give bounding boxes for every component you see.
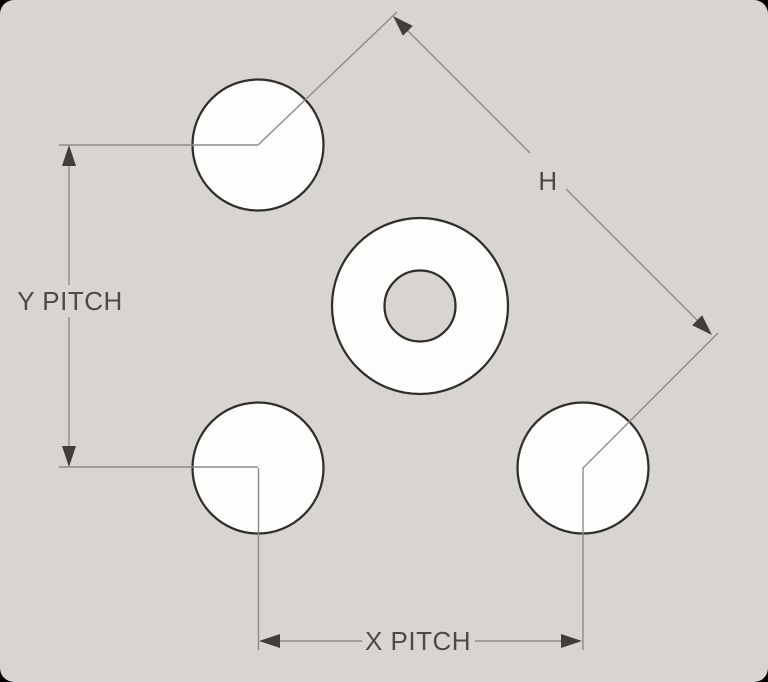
y-pitch-label: Y PITCH: [17, 286, 123, 316]
h-dim-line-lower: [565, 188, 699, 322]
x-pitch-arrow-right-icon: [561, 634, 582, 648]
h-dimension: H: [393, 16, 712, 335]
h-arrow-lower-icon: [692, 315, 712, 335]
h-dim-line-upper: [405, 28, 531, 154]
y-pitch-arrow-up-icon: [62, 145, 76, 166]
y-pitch-arrow-down-icon: [62, 446, 76, 467]
h-label: H: [538, 166, 557, 196]
y-pitch-dimension: Y PITCH: [17, 145, 123, 467]
ext-line-bottom-right-diagonal: [582, 332, 719, 469]
x-pitch-arrow-left-icon: [259, 634, 280, 648]
h-arrow-upper-icon: [393, 16, 413, 36]
extension-lines: [59, 11, 719, 650]
ext-line-top-left-diagonal: [257, 11, 398, 146]
washer-bore-circle: [383, 269, 457, 343]
x-pitch-dimension: X PITCH: [259, 626, 582, 656]
x-pitch-label: X PITCH: [365, 626, 471, 656]
